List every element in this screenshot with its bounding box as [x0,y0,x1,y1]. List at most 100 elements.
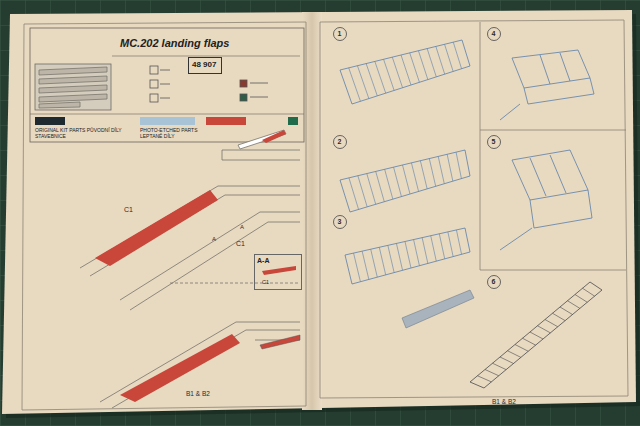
flap-rib [523,338,536,345]
step-number: 1 [338,30,342,38]
step-circle [334,136,347,149]
flap-rib [367,174,376,205]
step-number: 2 [338,138,342,146]
step-circle [334,216,347,229]
fold-line [302,12,322,410]
flap-rib [583,288,595,296]
red-flap-part [95,190,218,266]
flap-rib [439,234,444,259]
step-divider [480,130,626,131]
legend-swatch [140,117,195,125]
flap-rib [371,249,378,277]
fret-parts [39,67,107,108]
flap-rib [379,247,385,275]
page-border [320,20,628,398]
part-callout: B1 & B2 [186,390,210,397]
part-callout: C1 [124,206,133,214]
photo-etched-strip [402,290,474,328]
flap-rib [366,64,377,96]
flap-rib [414,240,420,266]
flap-rib [478,376,492,382]
flap-rib [388,245,394,272]
flap-rib [429,159,435,187]
flap-detail [238,130,286,149]
part-callout: C1 [236,240,245,248]
section-box: A-A [254,254,302,290]
flap-rib [553,313,566,320]
flap-rib [422,238,428,264]
red-flap-part [120,334,240,402]
flap-rib [427,49,436,77]
flap-rib [354,253,361,282]
flap-rib [349,178,359,210]
part-callout: C1 [262,279,269,285]
legend-text: ORIGINAL KIT PARTS PŮVODNÍ DÍLY STAVEBNI… [35,127,131,139]
fret-outline [35,64,111,110]
flap-rib [560,307,573,315]
legend-text: PHOTO-ETCHED PARTS LEPTANÉ DÍLY [140,127,202,139]
section-part [260,335,300,349]
flap-rib [456,152,461,178]
flap-detail-red [262,130,286,143]
flap-wireframes [340,40,602,388]
flap-rib [508,351,521,358]
flap-rib [538,326,551,333]
flap-rib [411,163,418,192]
flap-rib [436,46,445,74]
wing-outline [80,150,300,408]
flap-rib [445,44,454,71]
flap-rib [568,301,580,309]
header-frame [30,28,304,142]
flap-rib [385,169,393,199]
flap-rib [500,357,514,364]
flap-rib [376,171,385,201]
step-circle [488,276,501,289]
part-callout: B1 & B2 [492,398,516,405]
flap-rib [349,68,361,101]
flap-rib [493,363,507,369]
flap-outline [470,282,602,388]
flap-rib [362,251,369,279]
flap-rib [357,66,368,99]
flap-rib [405,242,411,269]
part-callout: A [240,224,244,231]
flap-rib [453,42,461,69]
flap-rib [438,156,444,183]
box-text: 48 907 [192,61,218,70]
page-border [22,22,306,410]
flap-rib [375,61,386,93]
step-number: 4 [492,30,496,38]
catalogue-number-box: 48 907 [188,57,222,74]
flap-rib [448,232,453,257]
flap-rib [420,161,427,189]
step-circle [488,136,501,149]
step-number: 5 [492,138,496,146]
flap-rib [545,320,558,327]
box-text: A-A [257,257,299,265]
flap-rib [515,345,528,352]
flap-outline [340,150,470,212]
step-circle [334,28,347,41]
paper-sheet [2,10,636,414]
part-callout: A [212,236,216,243]
section-part [262,266,296,275]
header-symbols [150,66,268,102]
flap-rib [418,51,427,80]
paint-sample [206,117,246,125]
flap-rib [403,165,411,194]
flap-rib [530,332,543,339]
flap-outline [345,228,470,284]
step-number: 6 [492,278,496,286]
sheet-title: MC.202 landing flaps [120,37,229,49]
flap-rib [358,176,367,207]
step-circle [488,28,501,41]
paint-sample [288,117,298,125]
flap-rib [394,167,402,196]
flap-rib [392,57,402,88]
flap-rib [396,243,402,270]
flap-rib [431,236,437,261]
legend-swatch [35,117,65,125]
flap-rib [485,370,499,376]
